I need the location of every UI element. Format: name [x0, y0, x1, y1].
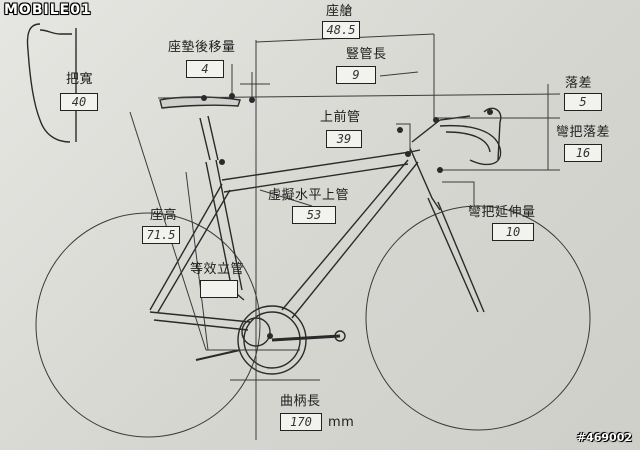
saddle: [159, 96, 241, 109]
brake-lever: [483, 107, 502, 161]
handlebar-drop-label: 彎把落差: [556, 125, 611, 140]
mobile01-logo: MOBILE01: [4, 2, 92, 18]
top-tube-label: 上前管: [320, 110, 361, 125]
virtual-top-tube-label: 虛擬水平上管: [268, 188, 350, 203]
seat-tube-reach-value: 48.5: [322, 21, 360, 39]
down-tube: [281, 159, 409, 311]
handlebar-width-value: 40: [60, 93, 98, 111]
head-tube-length-value: 9: [336, 66, 376, 84]
head-tube-length-label: 豎管長: [346, 47, 387, 62]
drop-label: 落差: [565, 76, 593, 91]
fork: [427, 197, 479, 313]
saddle-setback-value: 4: [186, 60, 224, 78]
image-id-watermark: #469002: [576, 431, 632, 444]
seat-height-value: 71.5: [142, 226, 180, 244]
front-wheel: [365, 205, 591, 431]
handlebar-drop-value: 16: [564, 144, 602, 162]
crank-length-label: 曲柄長: [280, 394, 321, 409]
chain-stay: [149, 311, 251, 323]
crank: [271, 334, 341, 342]
seat-stay: [149, 183, 223, 311]
effective-seat-tube-value: [200, 280, 238, 298]
handlebar-reach-value: 10: [492, 223, 534, 241]
handlebar-width-label: 把寬: [66, 72, 94, 87]
seat-height-label: 座高: [150, 208, 178, 223]
rear-wheel: [35, 212, 261, 438]
chainring: [237, 305, 307, 375]
seat-tube-reach-label: 座艙: [326, 4, 354, 19]
head-tube: [409, 147, 441, 211]
handlebar-reach-label: 彎把延伸量: [468, 205, 536, 220]
saddle-setback-label: 座墊後移量: [168, 40, 236, 55]
drop-bar: [439, 124, 502, 166]
crank-length-unit: mm: [328, 415, 355, 430]
top-tube: [221, 149, 421, 181]
virtual-top-tube-value: 53: [292, 206, 336, 224]
drop-value: 5: [564, 93, 602, 111]
handlebar-front-view: [26, 23, 71, 143]
top-tube-value: 39: [326, 130, 362, 148]
crank-length-value: 170: [280, 413, 322, 431]
effective-seat-tube-label: 等效立管: [190, 262, 245, 277]
